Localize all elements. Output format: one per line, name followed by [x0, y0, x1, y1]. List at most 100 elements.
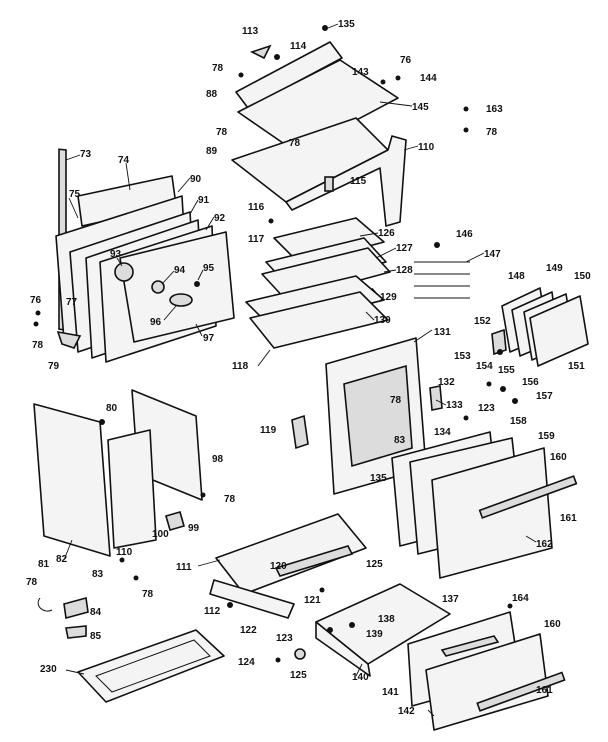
bracket-115	[324, 176, 334, 192]
label-230: 230	[40, 664, 57, 675]
label-133: 133	[446, 400, 463, 411]
control-panel-111	[215, 513, 367, 595]
label-91: 91	[198, 195, 210, 206]
label-100: 100	[152, 529, 169, 540]
wire-81	[37, 597, 53, 612]
screw-78a	[33, 321, 39, 327]
lead-230	[65, 669, 85, 675]
lead-145	[379, 101, 413, 107]
label-155: 155	[498, 365, 515, 376]
control-panel-assembly	[209, 513, 367, 663]
screw-112	[227, 602, 233, 608]
label-149: 149	[546, 263, 563, 274]
label-90: 90	[190, 174, 202, 185]
screw-114	[274, 54, 280, 60]
lead-130	[365, 311, 375, 321]
label-122: 122	[240, 625, 257, 636]
label-79: 79	[48, 361, 60, 372]
label-88: 88	[206, 89, 218, 100]
label-78g: 78	[224, 494, 236, 505]
lead-73	[65, 154, 81, 161]
label-145: 145	[412, 102, 429, 113]
label-78f: 78	[390, 395, 402, 406]
label-85: 85	[90, 631, 102, 642]
side-panel-assembly	[33, 148, 235, 363]
label-125a: 125	[366, 559, 383, 570]
label-89: 89	[206, 146, 218, 157]
broiler-pan-inner	[95, 639, 211, 693]
label-112: 112	[204, 606, 221, 617]
screw-78g	[200, 492, 206, 498]
screw-139	[327, 627, 333, 633]
label-134: 134	[434, 427, 451, 438]
label-73: 73	[80, 149, 92, 160]
bracket-99	[165, 511, 185, 531]
screw-76	[35, 310, 41, 316]
label-78i: 78	[26, 577, 38, 588]
screw-135	[322, 25, 328, 31]
label-153: 153	[454, 351, 471, 362]
broiler-pan-230	[77, 629, 225, 703]
rods-147	[414, 261, 470, 299]
label-160a: 160	[550, 452, 567, 463]
label-140: 140	[352, 672, 369, 683]
label-95: 95	[203, 263, 215, 274]
label-76a: 76	[30, 295, 42, 306]
label-111: 111	[176, 562, 192, 573]
lead-74	[125, 162, 131, 191]
top-frame-88	[235, 41, 343, 109]
clip-85	[65, 625, 87, 639]
lead-82	[63, 539, 73, 561]
label-116: 116	[248, 202, 265, 213]
label-131: 131	[434, 327, 451, 338]
bracket-84	[63, 596, 89, 620]
label-98: 98	[212, 454, 224, 465]
label-118: 118	[232, 361, 249, 372]
label-162: 162	[536, 539, 553, 550]
label-81: 81	[38, 559, 50, 570]
trim-137	[440, 635, 500, 657]
label-75: 75	[69, 189, 81, 200]
label-147: 147	[484, 249, 501, 260]
label-146: 146	[456, 229, 473, 240]
label-78d: 78	[216, 127, 228, 138]
label-76b: 76	[400, 55, 412, 66]
label-152: 152	[474, 316, 491, 327]
screw-164	[507, 603, 513, 609]
screw-157	[512, 398, 518, 404]
leader-lines	[63, 23, 537, 717]
handle-161a	[478, 475, 578, 519]
lead-93	[116, 257, 123, 267]
lower-side-panels	[33, 389, 206, 581]
lead-162	[525, 535, 537, 543]
label-78h: 78	[142, 589, 154, 600]
screw-124	[275, 657, 281, 663]
bracket-110	[107, 429, 157, 549]
label-119: 119	[260, 425, 277, 436]
bracket-122	[209, 579, 295, 619]
cooktop-145	[237, 59, 399, 153]
label-115: 115	[350, 176, 367, 187]
screw-78b	[238, 72, 244, 78]
label-138: 138	[378, 614, 395, 625]
label-113: 113	[242, 26, 259, 37]
cabinet-top-110	[285, 135, 407, 227]
right-upper-parts	[414, 242, 589, 367]
label-125b: 125	[290, 670, 307, 681]
screw-143	[380, 79, 386, 85]
lead-90	[177, 177, 191, 193]
lead-75	[68, 197, 79, 219]
label-144: 144	[420, 73, 437, 84]
label-158: 158	[510, 416, 527, 427]
label-127: 127	[396, 243, 413, 254]
rack-128	[261, 247, 391, 301]
label-78c: 78	[486, 127, 498, 138]
lead-140	[355, 663, 363, 677]
label-99: 99	[188, 523, 200, 534]
lead-94	[161, 270, 175, 285]
drawer-assembly	[315, 583, 566, 731]
label-110b: 110	[116, 547, 133, 558]
label-117: 117	[248, 234, 265, 245]
label-128: 128	[396, 265, 413, 276]
